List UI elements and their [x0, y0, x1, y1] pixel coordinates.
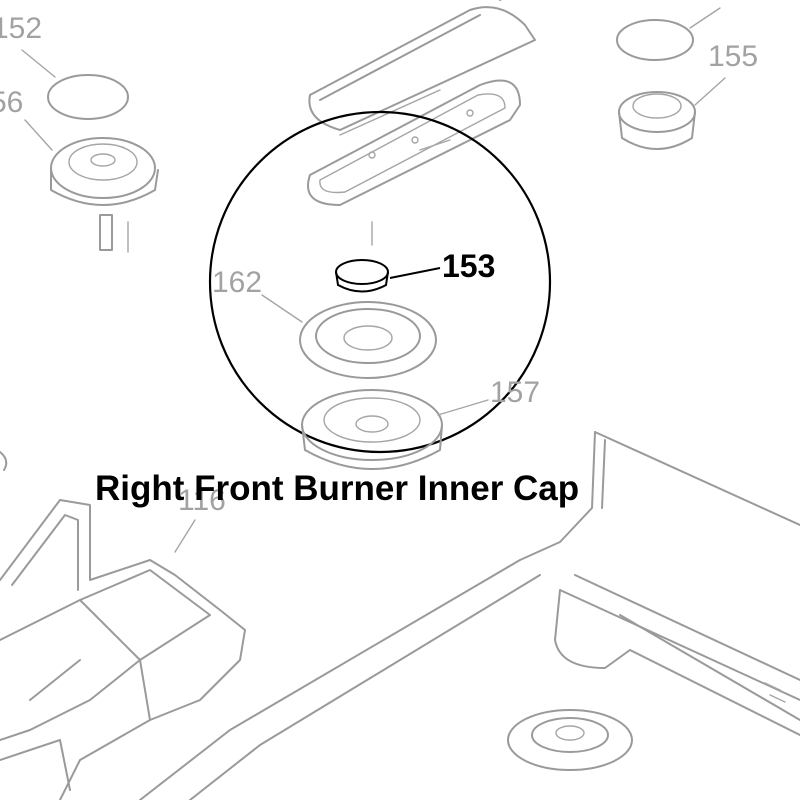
- inner-cap-153: [335, 221, 441, 293]
- part-label-152: 152: [0, 12, 42, 45]
- griddle-burner-base: [307, 79, 521, 206]
- part-label-162: 162: [212, 266, 262, 299]
- small-part-left-edge: [0, 451, 8, 471]
- part-label-157: 157: [490, 376, 540, 409]
- burner-base-155: [618, 77, 726, 150]
- cooktop-surface: [139, 431, 800, 800]
- diagram-caption: Right Front Burner Inner Cap: [95, 469, 579, 508]
- zoom-circle: [208, 110, 552, 454]
- burner-base-56: [24, 119, 159, 206]
- grate-116: [0, 499, 246, 800]
- burner-cap-152: [21, 49, 129, 120]
- screw-left: [99, 214, 129, 253]
- cooktop-burner-port: [507, 709, 633, 771]
- highlight-part-label: 153: [442, 248, 495, 284]
- burner-cap-155: [616, 7, 721, 61]
- burner-ring-162: [261, 294, 437, 379]
- griddle-burner-top: [308, 0, 536, 131]
- part-label-116: 116: [178, 484, 226, 517]
- part-label-155: 155: [708, 40, 758, 73]
- burner-base-157: [301, 389, 489, 470]
- part-label-56: 56: [0, 86, 23, 119]
